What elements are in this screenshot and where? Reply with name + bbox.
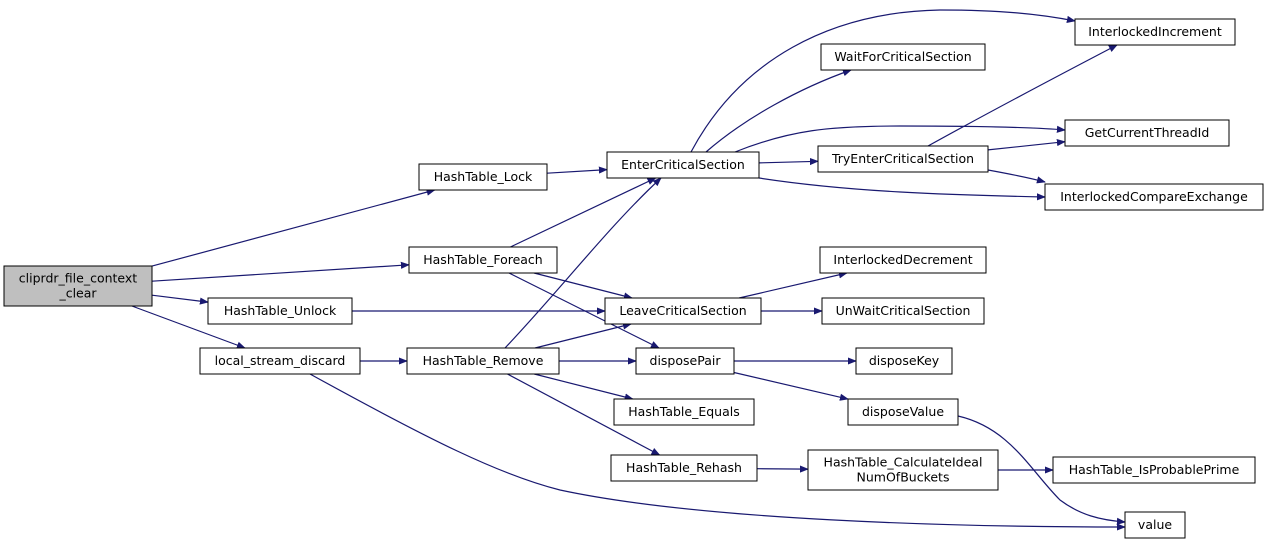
node-label: _clear (58, 286, 97, 301)
node-lsd[interactable]: local_stream_discard (199, 347, 361, 375)
node-uwcs[interactable]: UnWaitCriticalSection (821, 297, 985, 325)
edge-ecs-to-wfcs (705, 69, 852, 153)
edge-root-to-lsd (131, 305, 246, 349)
edge-lock-to-ecs (546, 166, 608, 174)
node-box[interactable] (847, 398, 959, 426)
node-box[interactable] (1064, 119, 1230, 147)
node-label: GetCurrentThreadId (1085, 125, 1210, 140)
node-box[interactable] (406, 347, 560, 375)
node-box[interactable] (610, 454, 758, 482)
node-label: LeaveCriticalSection (619, 303, 746, 318)
node-label: HashTable_Equals (628, 404, 739, 419)
node-box[interactable] (606, 151, 760, 179)
node-dpair[interactable]: disposePair (635, 347, 735, 375)
edge-ecs-to-iinc (690, 9, 1076, 153)
node-wfcs[interactable]: WaitForCriticalSection (820, 43, 986, 71)
node-lcs[interactable]: LeaveCriticalSection (604, 297, 762, 325)
node-box[interactable] (1044, 183, 1264, 211)
node-label: HashTable_Foreach (423, 252, 542, 267)
node-box[interactable] (807, 449, 999, 491)
node-box[interactable] (1052, 456, 1256, 484)
node-foreach[interactable]: HashTable_Foreach (408, 246, 558, 274)
nodes: cliprdr_file_context_clear HashTable_Lock… (3, 18, 1264, 539)
edge-root-to-lock (151, 188, 436, 267)
node-box[interactable] (819, 246, 987, 274)
node-label: EnterCriticalSection (621, 157, 745, 172)
edge-remove-to-rehash (507, 373, 661, 456)
node-label: InterlockedIncrement (1088, 24, 1222, 39)
node-box[interactable] (817, 145, 989, 173)
node-idec[interactable]: InterlockedDecrement (819, 246, 987, 274)
node-tecs[interactable]: TryEnterCriticalSection (817, 145, 989, 173)
node-box[interactable] (408, 246, 558, 274)
edge-root-to-foreach (151, 261, 410, 282)
edge-root-to-unlock (151, 294, 209, 305)
node-dval[interactable]: disposeValue (847, 398, 959, 426)
node-label: TryEnterCriticalSection (831, 151, 974, 166)
node-box[interactable] (3, 265, 153, 307)
edge-dpair-to-dval (733, 371, 849, 401)
node-box[interactable] (199, 347, 361, 375)
node-box[interactable] (207, 297, 353, 325)
node-label: InterlockedDecrement (833, 252, 972, 267)
node-prime[interactable]: HashTable_IsProbablePrime (1052, 456, 1256, 484)
node-label: HashTable_Rehash (626, 460, 742, 475)
edges (131, 9, 1126, 531)
edge-tecs-to-gctid (987, 138, 1066, 151)
node-unlock[interactable]: HashTable_Unlock (207, 297, 353, 325)
node-ice[interactable]: InterlockedCompareExchange (1044, 183, 1264, 211)
edge-foreach-to-ecs (510, 177, 657, 248)
node-lock[interactable]: HashTable_Lock (418, 163, 548, 191)
edge-ecs-to-gctid (734, 125, 1066, 153)
node-equals[interactable]: HashTable_Equals (613, 398, 755, 426)
node-box[interactable] (855, 347, 953, 375)
node-box[interactable] (418, 163, 548, 191)
node-rehash[interactable]: HashTable_Rehash (610, 454, 758, 482)
edge-remove-to-lcs (534, 322, 632, 349)
node-remove[interactable]: HashTable_Remove (406, 347, 560, 375)
edge-dval-to-value (957, 415, 1126, 525)
node-box[interactable] (821, 297, 985, 325)
node-label: disposeValue (862, 404, 944, 419)
node-box[interactable] (635, 347, 735, 375)
node-label: disposePair (650, 353, 722, 368)
node-label: HashTable_IsProbablePrime (1069, 462, 1240, 477)
node-label: cliprdr_file_context (19, 271, 137, 286)
edge-ecs-to-tecs (758, 157, 819, 166)
edge-foreach-to-lcs (533, 272, 633, 300)
edge-ecs-to-ice (758, 177, 1046, 201)
node-root[interactable]: cliprdr_file_context_clear (3, 265, 153, 307)
node-iinc[interactable]: InterlockedIncrement (1074, 18, 1236, 46)
node-box[interactable] (1124, 511, 1186, 539)
node-label: WaitForCriticalSection (834, 49, 971, 64)
node-label: HashTable_Lock (434, 169, 533, 184)
edge-tecs-to-ice (987, 169, 1046, 184)
node-box[interactable] (1074, 18, 1236, 46)
edge-remove-to-equals (534, 373, 634, 401)
node-label: InterlockedCompareExchange (1060, 189, 1248, 204)
node-box[interactable] (613, 398, 755, 426)
edge-tecs-to-iinc (927, 44, 1118, 147)
node-label: NumOfBuckets (857, 470, 950, 485)
node-label: HashTable_CalculateIdeal (824, 455, 983, 470)
node-ecs[interactable]: EnterCriticalSection (606, 151, 760, 179)
node-box[interactable] (604, 297, 762, 325)
node-label: value (1138, 517, 1172, 532)
edge-lsd-to-value (309, 373, 1126, 531)
edge-remove-to-ecs (504, 177, 662, 349)
node-value[interactable]: value (1124, 511, 1186, 539)
node-dkey[interactable]: disposeKey (855, 347, 953, 375)
node-label: HashTable_Remove (423, 353, 544, 368)
node-label: local_stream_discard (215, 353, 346, 368)
node-box[interactable] (820, 43, 986, 71)
edge-lcs-to-idec (738, 271, 848, 299)
node-label: disposeKey (869, 353, 940, 368)
node-gctid[interactable]: GetCurrentThreadId (1064, 119, 1230, 147)
node-label: UnWaitCriticalSection (836, 303, 971, 318)
node-label: HashTable_Unlock (224, 303, 337, 318)
